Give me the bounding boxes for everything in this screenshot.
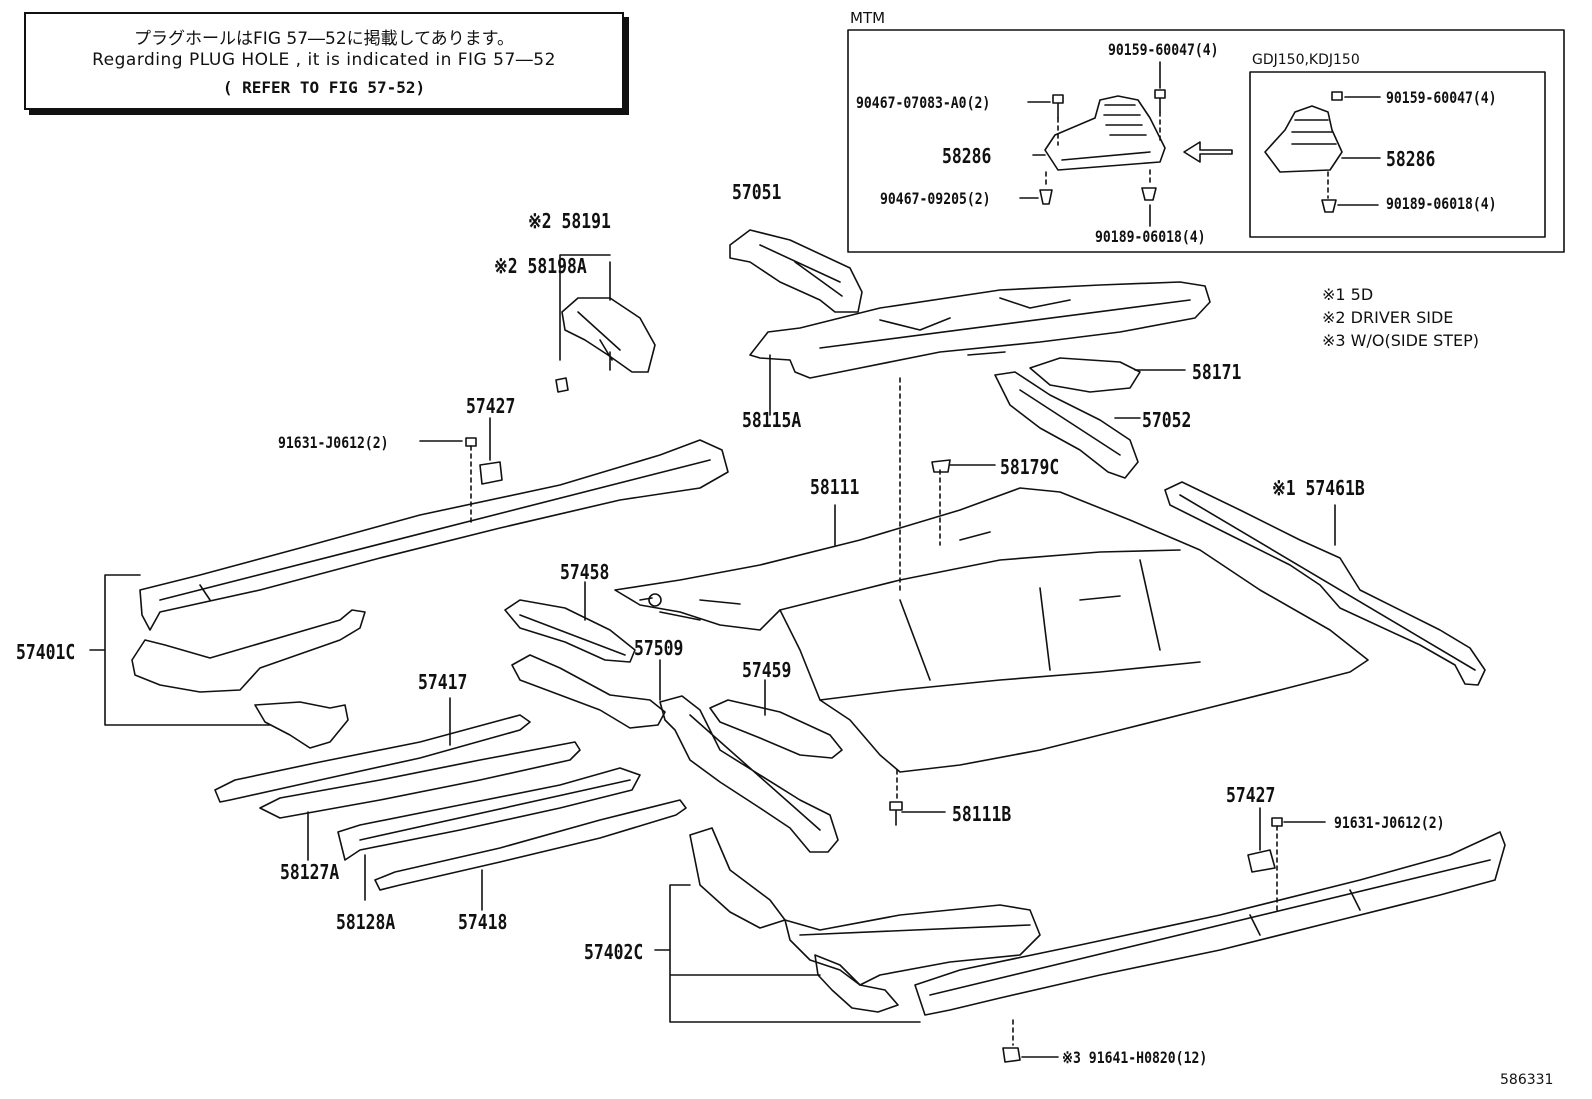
label-57427-lower: 57427 [1226,783,1276,807]
label-91631-upper: 91631-J0612(2) [278,433,389,452]
label-58286-gdj: 58286 [1386,147,1436,171]
label-90159-60047: 90159-60047(4) [1108,40,1219,59]
note-japanese: プラグホールはFIG 57―52に掲載してあります。 [134,29,514,49]
part-57401c [139,439,729,631]
label-57052: 57052 [1142,408,1192,432]
plug-hole [648,593,662,607]
label-57509: 57509 [634,636,684,660]
label-57418: 57418 [458,910,508,934]
label-58128a: 58128A [336,910,396,934]
label-91631-lower: 91631-J0612(2) [1334,813,1445,832]
part-58127a [259,741,581,819]
clip-icon [1141,187,1157,201]
part-57427-upper [479,461,503,485]
label-91641: ※3 91641-H0820(12) [1062,1048,1208,1067]
inset-sub-frame [1249,71,1546,238]
part-58115a [749,281,1211,379]
note-box: プラグホールはFIG 57―52に掲載してあります。 Regarding PLU… [24,12,624,110]
part-58111 [614,487,1369,773]
bolt-icon [1002,1047,1021,1063]
label-58111b: 58111B [952,802,1012,826]
bolt-icon [1331,91,1343,101]
legend-2: ※2 DRIVER SIDE [1322,308,1454,327]
label-58179c: 58179C [1000,455,1060,479]
label-57427-upper: 57427 [466,394,516,418]
shift-boot-drawing-gdj [1264,105,1343,173]
part-57427-lower [1247,849,1276,873]
label-57458: 57458 [560,560,610,584]
bolt-icon [1271,817,1283,827]
clip-icon [1321,199,1337,213]
label-58171: 58171 [1192,360,1242,384]
part-57402c-inner [784,904,1041,986]
clip-icon [555,377,569,393]
bolt-icon [1052,94,1064,119]
part-58171 [1029,357,1141,393]
clip-icon [1039,189,1053,205]
shift-boot-drawing [1044,95,1166,171]
note-refer: ( REFER TO FIG 57-52) [222,78,426,97]
bolt-icon [889,801,903,826]
label-58191: ※2 58191 [528,209,611,233]
part-57418 [374,799,687,891]
part-57509-member [659,695,839,853]
part-57458 [504,599,636,663]
part-57052 [994,371,1139,479]
label-57461b: ※1 57461B [1272,476,1365,500]
label-58111: 58111 [810,475,860,499]
legend-3: ※3 W/O(SIDE STEP) [1322,331,1480,350]
legend-1: ※1 5D [1322,285,1374,304]
part-57402c [689,827,786,929]
part-57402c-rear [814,954,899,1013]
clip-icon [931,459,951,473]
label-90189-06018-gdj: 90189-06018(4) [1386,194,1497,213]
label-57459: 57459 [742,658,792,682]
note-english: Regarding PLUG HOLE , it is indicated in… [92,50,556,70]
part-57401c-rear [254,701,349,749]
part-58191 [561,297,656,373]
label-57051: 57051 [732,180,782,204]
part-57459 [709,699,843,759]
label-57402c: 57402C [584,940,644,964]
label-90189-06018: 90189-06018(4) [1095,227,1206,246]
part-58128a [337,767,641,861]
label-58127a: 58127A [280,860,340,884]
inset-sub-title: GDJ150,KDJ150 [1252,52,1360,68]
inset-frame [847,29,1565,253]
diagram-id: 586331 [1500,1072,1554,1088]
label-58198a: ※2 58198A [494,254,587,278]
label-90467-07083: 90467-07083-A0(2) [856,93,991,112]
label-58115a: 58115A [742,408,802,432]
part-57051 [729,229,863,313]
inset-title: MTM [850,9,886,27]
bolt-icon [465,437,477,447]
bolt-icon [1154,89,1166,113]
label-90159-60047-gdj: 90159-60047(4) [1386,88,1497,107]
label-90467-09205: 90467-09205(2) [880,189,991,208]
part-57401c-inner [131,609,366,693]
part-57461b [1164,481,1486,686]
part-57417 [214,714,531,803]
label-57417: 57417 [418,670,468,694]
inset-arrow-icon [1183,141,1233,163]
part-57402c-rocker [914,831,1506,1016]
label-58286: 58286 [942,144,992,168]
label-57401c: 57401C [16,640,76,664]
part-57509 [511,654,666,729]
